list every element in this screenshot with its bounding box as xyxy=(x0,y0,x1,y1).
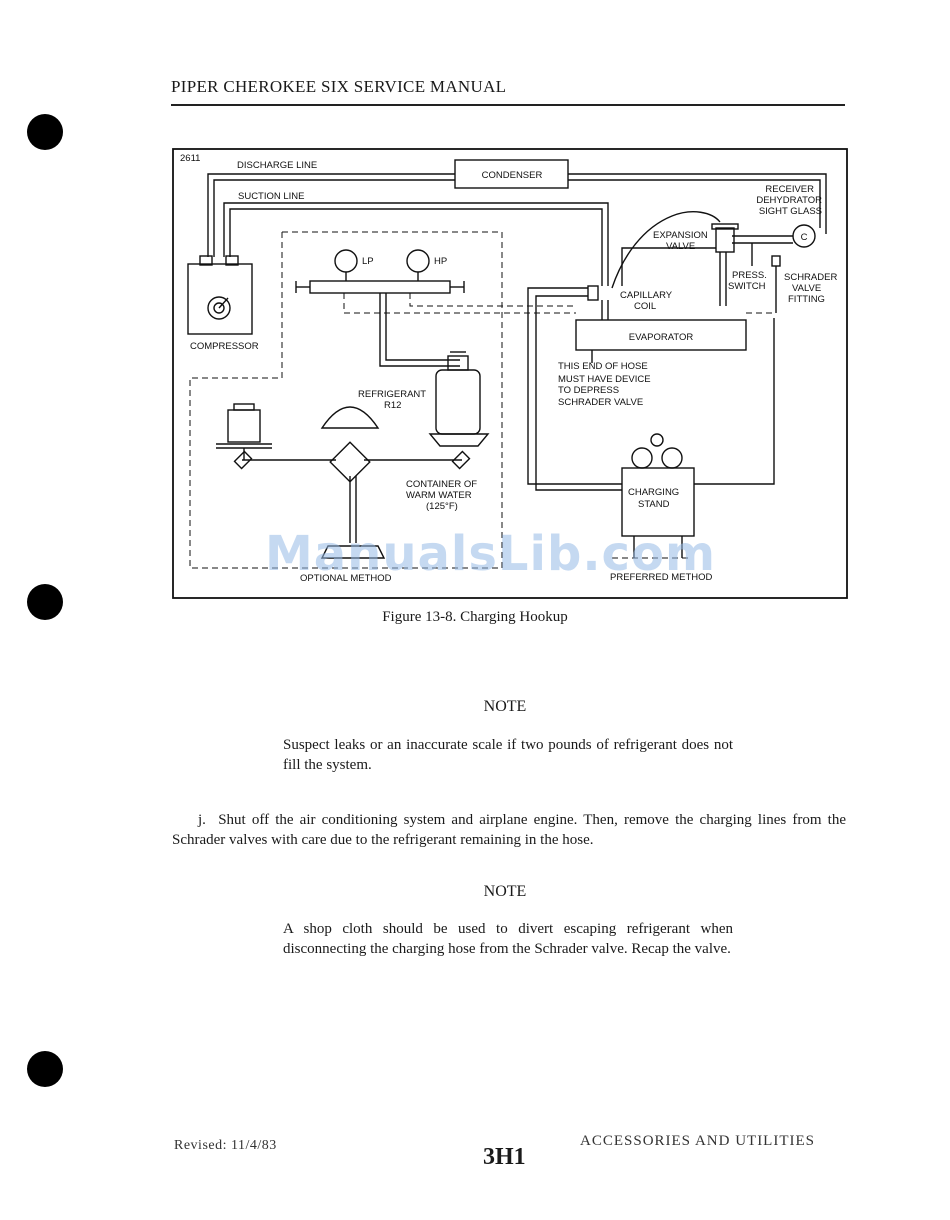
diagram-label: HP xyxy=(434,256,447,267)
charging-hookup-diagram: 2611 DISCHARGE LINE SUCTION LINE CONDENS… xyxy=(172,148,848,599)
watermark: ManualsLib.com xyxy=(265,526,716,582)
diagram-label: CHARGING xyxy=(628,487,679,498)
diagram-label: R12 xyxy=(384,400,401,411)
diagram-label: 2611 xyxy=(180,153,200,164)
note-body-2: A shop cloth should be used to divert es… xyxy=(283,921,733,957)
binder-hole-middle xyxy=(27,584,63,620)
diagram-label: COMPRESSOR xyxy=(190,341,259,352)
binder-hole-top xyxy=(27,114,63,150)
diagram-label: EVAPORATOR xyxy=(629,332,694,343)
lp-gauge xyxy=(334,249,358,273)
diagram-label: VALVE xyxy=(666,241,695,252)
diagram-label: REFRIGERANT xyxy=(358,389,426,400)
gauge-manifold xyxy=(309,280,451,294)
evaporator-box xyxy=(575,319,747,351)
note-title-1: NOTE xyxy=(483,698,527,715)
step-marker: j. xyxy=(198,812,206,828)
page-code: 3H1 xyxy=(483,1144,526,1170)
step-text: Shut off the air conditioning system and… xyxy=(172,812,846,848)
diagram-label: WARM WATER xyxy=(406,490,472,501)
revised-date: Revised: 11/4/83 xyxy=(174,1138,277,1153)
diagram-label: THIS END OF HOSE xyxy=(558,361,648,372)
header-rule xyxy=(171,104,845,106)
diagram-label: STAND xyxy=(638,499,670,510)
diagram-label: CONDENSER xyxy=(482,170,543,181)
diagram-label: SIGHT GLASS xyxy=(759,206,822,217)
scale-dial xyxy=(320,406,380,429)
diagram-label: C xyxy=(801,232,808,243)
diagram-label: FITTING xyxy=(788,294,825,305)
diagram-label: SWITCH xyxy=(728,281,766,292)
diagram-label: COIL xyxy=(634,301,656,312)
note-title-2: NOTE xyxy=(483,883,527,900)
condenser-box xyxy=(454,159,569,189)
manual-title: PIPER CHEROKEE SIX SERVICE MANUAL xyxy=(171,77,507,96)
diagram-label: CONTAINER OF xyxy=(406,479,477,490)
binder-hole-bottom xyxy=(27,1051,63,1087)
diagram-label: RECEIVER xyxy=(765,184,814,195)
diagram-label: (125°F) xyxy=(426,501,458,512)
diagram-label: MUST HAVE DEVICE xyxy=(558,374,651,385)
step-j-paragraph: j. Shut off the air conditioning system … xyxy=(172,810,846,850)
diagram-label: SCHRADER VALVE xyxy=(558,397,643,408)
figure-caption: Figure 13-8. Charging Hookup xyxy=(382,609,568,625)
note-body-1: Suspect leaks or an inaccurate scale if … xyxy=(283,737,733,773)
diagram-label: SCHRADER xyxy=(784,272,837,283)
diagram-label: OPTIONAL METHOD xyxy=(300,573,392,584)
diagram-label: CAPILLARY xyxy=(620,290,673,301)
charging-stand-box xyxy=(621,467,695,537)
diagram-label: DISCHARGE LINE xyxy=(237,160,317,171)
diagram-label: SUCTION LINE xyxy=(238,191,305,202)
diagram-label: DEHYDRATOR xyxy=(756,195,822,206)
diagram-label: VALVE xyxy=(792,283,821,294)
refrigerant-bottle xyxy=(435,369,481,435)
hp-gauge xyxy=(406,249,430,273)
diagram-label: PREFERRED METHOD xyxy=(610,572,713,583)
diagram-label: TO DEPRESS xyxy=(558,385,619,396)
diagram-label: LP xyxy=(362,256,374,267)
diagram-label: EXPANSION xyxy=(653,230,708,241)
diagram-label: PRESS. xyxy=(732,270,767,281)
section-name: ACCESSORIES AND UTILITIES xyxy=(580,1133,816,1149)
compressor-unit xyxy=(187,263,253,335)
